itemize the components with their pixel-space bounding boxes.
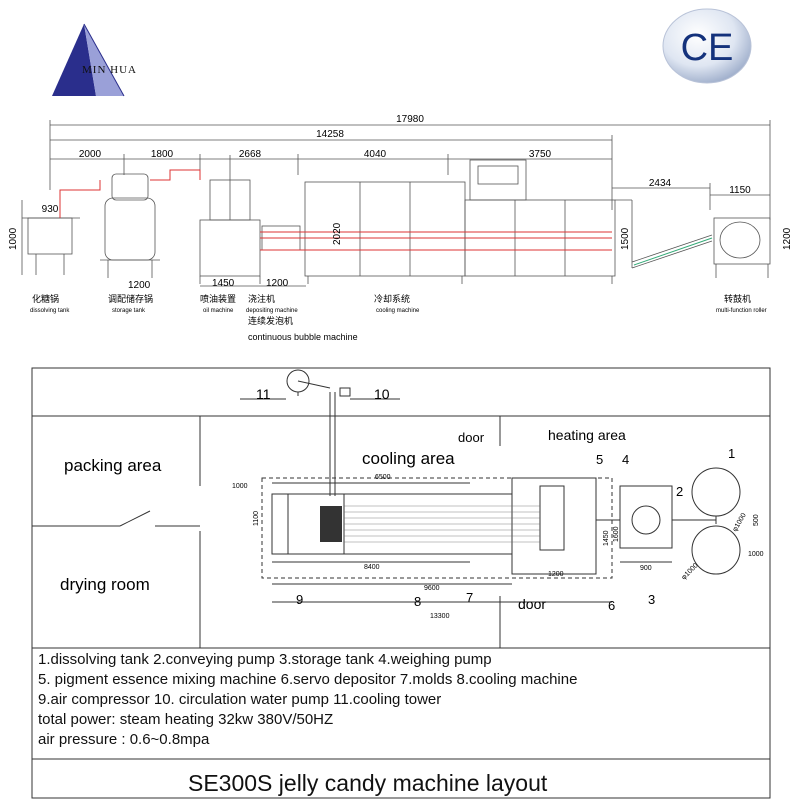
dim-seg6: 2434 [649,178,672,189]
dim-1200: 1200 [548,571,564,578]
label-roller-cn: 转鼓机 [724,293,751,305]
callout-5: 5 [596,452,603,467]
dim-1200c: 1200 [782,227,793,250]
legend-line-5: air pressure : 0.6~0.8mpa [38,731,210,748]
label-roller-en: multi-function roller [716,308,767,314]
dim-8400: 8400 [364,564,380,571]
label-cooling-cn: 冷却系统 [374,293,410,305]
callout-9: 9 [296,592,303,607]
label-oil-cn: 喷油装置 [200,293,236,305]
dim-seg7: 1150 [729,185,751,196]
label-cooling-en: cooling machine [376,308,420,314]
dim-phi1000b: φ1000 [680,562,699,581]
dim-seg1: 2000 [79,149,102,160]
label-depositing-en: depositing machine [246,308,298,314]
label-oil-en: oil machine [203,308,234,314]
callout-1: 1 [728,446,735,461]
dim-9600: 9600 [424,585,440,592]
dim-6500: 6500 [375,474,391,481]
dim-900: 900 [640,565,652,572]
dim-total: 17980 [396,114,424,125]
elevation-drawing: 17980 14258 2000 1800 2668 4040 3750 243… [8,114,793,342]
dim-phi1000a: φ1000 [732,512,748,533]
label-storage-en: storage tank [112,308,146,314]
door-label-bottom: door [518,596,546,612]
callout-2: 2 [676,484,683,499]
dim-seg2: 1800 [151,149,174,160]
callout-6: 6 [608,598,615,613]
callout-7: 7 [466,590,473,605]
dim-1200a: 1200 [128,280,151,291]
label-dissolving-cn: 化糖锅 [32,293,59,305]
legend-line-2: 5. pigment essence mixing machine 6.serv… [38,671,578,688]
cooling-area-label: cooling area [362,449,455,468]
packing-area-label: packing area [64,456,162,475]
page-title: SE300S jelly candy machine layout [188,770,548,796]
dim-1000b: 1000 [748,551,764,558]
legend-line-3: 9.air compressor 10. circulation water p… [38,691,442,708]
door-label-top: door [458,430,485,445]
ce-mark: CE [681,27,734,69]
dim-930: 930 [42,204,59,215]
label-dissolving-en: dissolving tank [30,308,70,314]
heating-area-label: heating area [548,427,626,443]
dim-1200b: 1200 [266,278,289,289]
company-name: MIN HUA [82,64,137,76]
dim-1450: 1450 [603,530,610,546]
dim-seg3: 2668 [239,149,262,160]
label-bubble-cn: 连续发泡机 [248,315,293,327]
minhua-logo [52,23,125,97]
label-bubble-en: continuous bubble machine [248,332,358,342]
dim-500: 500 [753,514,760,526]
dim-1000: 1000 [8,227,19,250]
callout-8: 8 [414,594,421,609]
layout-plan: 11 10 1 2 3 4 5 6 7 8 9 door door heatin… [31,367,771,799]
legend: 1.dissolving tank 2.conveying pump 3.sto… [38,650,577,750]
dim-1500: 1500 [620,227,631,250]
dim-seg4: 4040 [364,149,387,160]
legend-line-1: 1.dissolving tank 2.conveying pump 3.sto… [38,651,492,668]
dim-seg5: 3750 [529,149,552,160]
legend-line-4: total power: steam heating 32kw 380V/50H… [38,711,334,728]
callout-3: 3 [648,592,655,607]
callout-4: 4 [622,452,629,467]
ce-badge-icon: CE [662,8,752,84]
dim-1450: 1450 [212,278,235,289]
dim-2020: 2020 [332,222,343,245]
dim-1100: 1100 [253,511,260,526]
callout-10: 10 [374,386,390,402]
dim-sub: 14258 [316,129,344,140]
drying-room-label: drying room [60,575,150,594]
label-storage-cn: 调配储存锅 [108,293,153,305]
callout-11: 11 [256,386,271,402]
dim-13300: 13300 [430,613,450,620]
dim-1600: 1600 [613,526,620,542]
dim-1000a: 1000 [232,483,248,490]
label-depositing-cn: 浇注机 [248,293,275,305]
